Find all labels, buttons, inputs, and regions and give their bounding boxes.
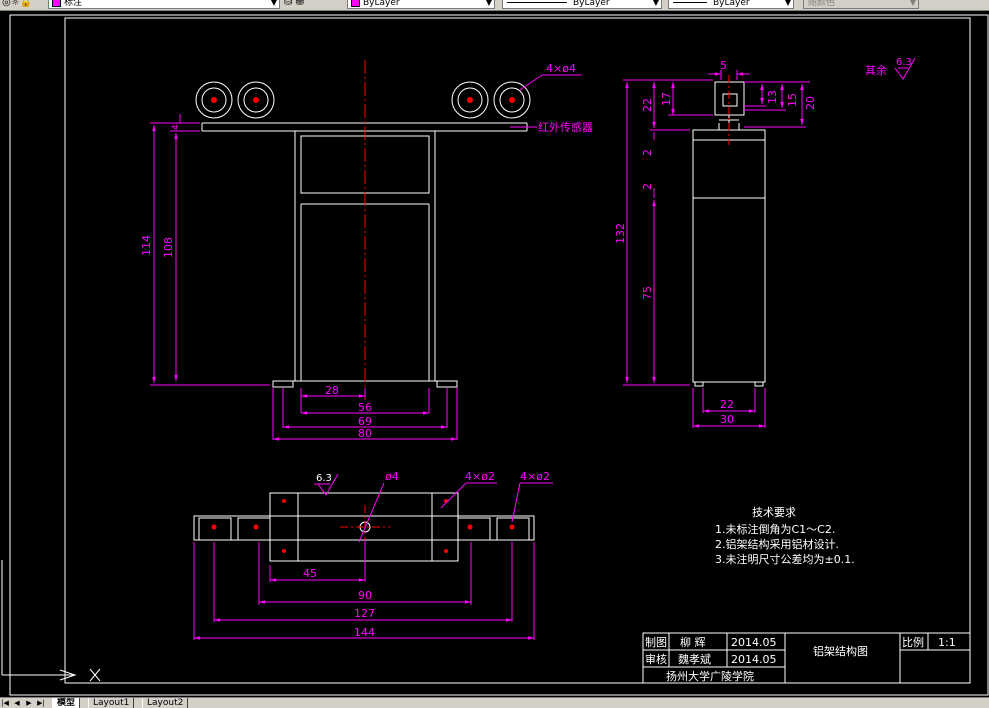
dim-114: 114 [140,235,153,256]
drawing-frame [9,14,989,696]
color-swatch [351,0,360,7]
drawing-canvas[interactable]: 114 108 28 56 69 80 4 4×ø4 红外传感器 [0,11,989,697]
technical-notes: 技术要求 1.未标注倒角为C1～C2. 2.铝架结构采用铝材设计. 3.未注明尺… [715,506,855,566]
dim-4: 4 [171,124,181,130]
dim-144: 144 [354,626,375,639]
note-1: 1.未标注倒角为C1～C2. [715,522,835,536]
title-block-texts: 制图 柳 辉 2014.05 审核 魏孝斌 2014.05 扬州大学广陵学院 铝… [645,635,956,683]
roughness-symbol: 其余 6.3 [865,57,916,80]
layer-color-swatch [52,0,61,7]
draftsman-name: 柳 辉 [680,635,706,649]
review-date: 2014.05 [731,653,777,666]
side-dimensions [623,70,810,428]
dim-56: 56 [358,401,372,414]
dim-17: 17 [660,92,673,106]
top-roughness-value: 6.3 [316,473,332,484]
roughness-label: 其余 [865,63,887,77]
callout-holes-b: 4×ø2 [520,470,550,483]
roughness-value: 6.3 [896,57,912,68]
linetype-sample [507,2,567,3]
side-dim-texts: 5 22 17 13 15 20 2 2 132 75 22 30 [614,59,817,426]
callout-holes-a: 4×ø2 [465,470,495,483]
last-tab-icon[interactable]: ▶| [37,699,45,707]
dim-22-top: 22 [641,98,654,112]
dim-5: 5 [720,59,727,72]
layer-state-icons[interactable]: ◎☼🔒 [2,0,33,8]
dim-2-lower: 2 [641,183,654,190]
color-dropdown[interactable]: ByLayer▼ [347,0,495,9]
scale-value: 1:1 [938,636,956,649]
dim-69: 69 [358,415,372,428]
prev-tab-icon[interactable]: ◀ [14,699,20,707]
dim-127: 127 [354,607,375,620]
reviewer-label: 审核 [645,652,667,666]
dim-22-bottom: 22 [720,398,734,411]
chevron-down-icon: ▼ [784,0,791,7]
chevron-down-icon: ▼ [652,0,659,7]
dim-2-upper: 2 [641,149,654,156]
chevron-down-icon: ▼ [909,0,916,7]
lineweight-dropdown[interactable]: ByLayer▼ [668,0,794,9]
front-dim-texts: 114 108 28 56 69 80 4 4×ø4 红外传感器 [140,62,593,440]
properties-toolbar: ◎☼🔒 标注▼ ⛁ ⛃ ByLayer▼ ByLayer▼ ByLayer▼ 随… [0,0,989,11]
dim-45: 45 [303,567,317,580]
top-dim-texts: 45 90 127 144 6.3 ø4 4×ø2 4×ø2 [303,470,550,639]
callout-holes: 4×ø4 [546,62,576,75]
note-2: 2.铝架结构采用铝材设计. [715,537,839,551]
top-view-holes [211,499,515,553]
reviewer-name: 魏孝斌 [678,652,711,666]
tab-model[interactable]: 模型 [52,698,81,708]
top-dimensions [193,473,553,640]
draft-date: 2014.05 [731,636,777,649]
layer-dropdown[interactable]: 标注▼ [48,0,280,9]
callout-center-hole: ø4 [385,470,399,483]
lineweight-sample [673,2,707,3]
notes-title: 技术要求 [752,506,796,519]
linetype-dropdown[interactable]: ByLayer▼ [502,0,662,9]
sensor-wheels [195,81,531,119]
sensor-hole-centers [211,97,515,103]
dim-75: 75 [641,286,654,300]
school-name: 扬州大学广陵学院 [666,669,754,683]
front-dimensions [150,74,582,441]
tab-layout1[interactable]: Layout1 [88,698,135,708]
plotstyle-dropdown[interactable]: 随颜色▼ [803,0,919,9]
first-tab-icon[interactable]: |◀ [1,699,9,707]
dim-80: 80 [358,427,372,440]
ucs-icon [1,560,101,682]
top-view [193,492,535,562]
layer-tools-icons[interactable]: ⛁ ⛃ [284,0,304,8]
next-tab-icon[interactable]: ▶ [26,699,32,707]
dim-20: 20 [804,96,817,110]
chevron-down-icon: ▼ [485,0,492,7]
callout-sensor: 红外传感器 [538,121,593,134]
layout-tab-bar: |◀ ◀ ▶ ▶| 模型 Layout1 Layout2 [0,697,989,708]
draftsman-label: 制图 [645,636,667,649]
note-3: 3.未注明尺寸公差均为±0.1. [715,552,855,566]
drawing-title: 铝架结构图 [813,644,868,658]
dim-90: 90 [358,589,372,602]
dim-28: 28 [325,384,339,397]
scale-label: 比例 [902,635,924,649]
dim-30: 30 [720,413,734,426]
dim-108: 108 [162,237,175,258]
dim-132: 132 [614,223,627,244]
tab-layout2[interactable]: Layout2 [142,698,189,708]
title-block [642,632,971,684]
dim-13: 13 [766,90,779,104]
chevron-down-icon: ▼ [270,0,277,7]
dim-15: 15 [786,93,799,107]
